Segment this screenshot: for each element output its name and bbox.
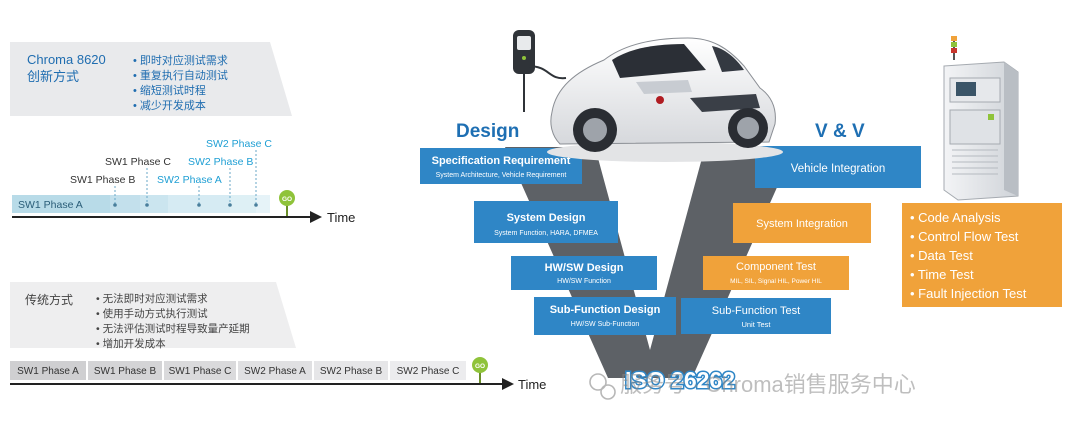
- chroma-bullet-1: • 即时对应测试需求: [133, 53, 228, 67]
- traditional-title: 传统方式: [25, 292, 73, 307]
- sub-function-design-sub: HW/SW Sub-Function: [571, 321, 640, 328]
- box-vehicle-integration: [755, 146, 921, 188]
- component-test-title: Component Test: [736, 261, 816, 273]
- hw-sw-design-sub: HW/SW Function: [557, 278, 611, 285]
- system-design-sub: System Function, HARA, DFMEA: [494, 230, 598, 237]
- traditional-bullet-3: • 无法评估测试时程导致量产延期: [96, 322, 250, 335]
- top-go-text: GO: [282, 196, 292, 203]
- bottom-phase-sw2-b: SW2 Phase B: [320, 366, 383, 377]
- box-system-design: [474, 201, 618, 243]
- bottom-phase-bar-2: [88, 361, 162, 380]
- sub-function-test-title: Sub-Function Test: [712, 305, 800, 317]
- box-sub-function-test: [681, 298, 831, 334]
- bottom-phase-sw1-a: SW1 Phase A: [17, 366, 79, 377]
- sub-function-test-sub: Unit Test: [741, 320, 771, 329]
- bottom-go-sign-icon: [472, 357, 488, 373]
- bottom-phase-bar-3: [164, 361, 236, 380]
- bottom-phase-sw2-c: SW2 Phase C: [397, 366, 460, 377]
- bottom-phase-bar-4: [238, 361, 312, 380]
- traditional-panel-bg: [10, 282, 296, 348]
- bottom-phase-sw2-a: SW2 Phase A: [244, 366, 306, 377]
- top-phase-sw1-b: SW1 Phase B: [70, 174, 135, 186]
- top-phase-bar-1: [12, 195, 110, 213]
- bottom-phase-sw1-b: SW1 Phase B: [94, 366, 157, 377]
- car-illustration: [547, 37, 783, 162]
- box-component-test: [703, 256, 849, 290]
- top-phase-sw1-a: SW1 Phase A: [18, 199, 83, 211]
- traditional-bullet-4: • 增加开发成本: [96, 337, 166, 350]
- bottom-phase-bar-6: [390, 361, 466, 380]
- bottom-go-text: GO: [475, 363, 485, 370]
- design-heading: Design: [456, 121, 519, 142]
- vehicle-integration-title: Vehicle Integration: [791, 163, 886, 175]
- box-system-integration: [733, 203, 871, 243]
- wechat-icon: [589, 373, 607, 391]
- chroma-subtitle: 创新方式: [27, 69, 79, 84]
- test-list-time-test: • Time Test: [910, 267, 974, 282]
- ev-charger-icon: [513, 30, 567, 112]
- top-go-sign-icon: [279, 190, 295, 206]
- traditional-bullet-2: • 使用手动方式执行测试: [96, 307, 208, 320]
- bottom-phase-bar-5: [314, 361, 388, 380]
- test-list-box: [902, 203, 1062, 307]
- chroma-bullet-2: • 重复执行自动测试: [133, 68, 228, 82]
- top-phase-sw2-b: SW2 Phase B: [188, 156, 253, 168]
- sub-function-design-title: Sub-Function Design: [550, 304, 661, 316]
- top-phase-dots: [113, 203, 258, 207]
- component-test-sub: MIL, SIL, Signal HIL, Power HIL: [730, 278, 822, 285]
- test-list-control-flow: • Control Flow Test: [910, 229, 1019, 244]
- top-phase-bar-3: [140, 195, 168, 213]
- top-phase-bar-2: [110, 195, 140, 213]
- top-phase-sw1-c: SW1 Phase C: [105, 156, 171, 168]
- spec-req-sub: System Architecture, Vehicle Requirement: [436, 172, 567, 179]
- test-cabinet-illustration: [943, 36, 1019, 201]
- chroma-bullet-4: • 减少开发成本: [133, 98, 206, 112]
- top-phase-bar-6: [256, 195, 270, 213]
- top-phase-sw2-a: SW2 Phase A: [157, 174, 222, 186]
- system-design-title: System Design: [507, 212, 586, 224]
- chroma-title: Chroma 8620: [27, 52, 106, 67]
- top-phase-bar-5: [230, 195, 256, 213]
- chroma-panel-bg: [10, 42, 292, 116]
- top-phase-sw2-c: SW2 Phase C: [206, 138, 272, 150]
- chroma-bullet-3: • 缩短测试时程: [133, 83, 206, 97]
- box-sub-function-design: [534, 297, 676, 335]
- spec-req-title: Specification Requirement: [432, 155, 571, 167]
- test-list-fault-injection: • Fault Injection Test: [910, 286, 1027, 301]
- bottom-phase-bar-1: [10, 361, 86, 380]
- test-list-code-analysis: • Code Analysis: [910, 210, 1001, 225]
- traditional-bullet-1: • 无法即时对应测试需求: [96, 292, 208, 305]
- bottom-time-arrowhead: [502, 378, 514, 390]
- system-integration-title: System Integration: [756, 218, 848, 230]
- top-time-arrowhead: [310, 211, 322, 223]
- iso-26262-label: ISO 26262: [625, 367, 735, 393]
- test-list-data-test: • Data Test: [910, 248, 973, 263]
- top-phase-leaders: [114, 150, 257, 205]
- hw-sw-design-title: HW/SW Design: [545, 262, 624, 274]
- wechat-watermark: 服务号 · Chroma销售服务中心: [589, 372, 916, 400]
- box-hw-sw-design: [511, 256, 657, 290]
- vv-heading: V & V: [815, 121, 865, 142]
- bottom-time-label: Time: [518, 377, 546, 392]
- top-time-label: Time: [327, 210, 355, 225]
- bottom-phase-sw1-c: SW1 Phase C: [169, 366, 232, 377]
- watermark-text: 服务号 · Chroma销售服务中心: [620, 372, 916, 397]
